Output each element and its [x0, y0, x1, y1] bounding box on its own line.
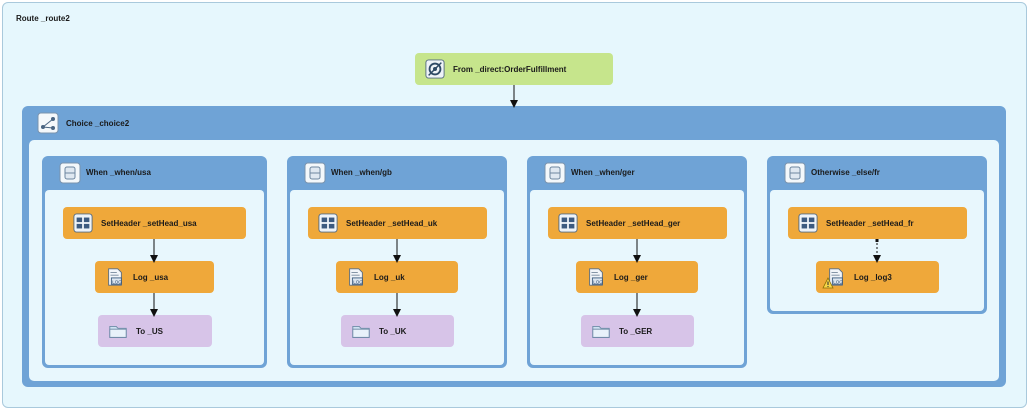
setheader-node-uk[interactable]: SetHeader _setHead_uk [308, 207, 487, 239]
folder-icon [108, 321, 128, 341]
choice-label: Choice _choice2 [66, 119, 130, 128]
to-label: To _US [136, 326, 163, 336]
selection-handle [875, 256, 879, 259]
branch-title: When _when/usa [86, 168, 151, 177]
endpoint-icon [425, 59, 445, 79]
log-icon: LOG [586, 267, 606, 287]
log-icon: LOG [105, 267, 125, 287]
log-icon: LOG [822, 267, 846, 289]
setheader-icon [798, 213, 818, 233]
setheader-node-fr[interactable]: SetHeader _setHead_fr [788, 207, 967, 239]
log-node-uk[interactable]: LOG Log _uk [336, 261, 458, 293]
svg-text:LOG: LOG [593, 279, 603, 284]
to-node-ger[interactable]: To _GER [581, 315, 694, 347]
log-label: Log _uk [374, 272, 405, 282]
when-icon [544, 162, 566, 184]
selection-handle [875, 239, 879, 242]
branch-title: Otherwise _else/fr [811, 168, 880, 177]
to-node-us[interactable]: To _US [98, 315, 212, 347]
otherwise-icon [784, 162, 806, 184]
folder-icon [591, 321, 611, 341]
to-label: To _GER [619, 326, 653, 336]
setheader-label: SetHeader _setHead_fr [826, 218, 914, 228]
when-icon [304, 162, 326, 184]
setheader-label: SetHeader _setHead_ger [586, 218, 681, 228]
setheader-node-usa[interactable]: SetHeader _setHead_usa [63, 207, 246, 239]
setheader-node-ger[interactable]: SetHeader _setHead_ger [548, 207, 727, 239]
setheader-icon [558, 213, 578, 233]
route-title: Route _route2 [16, 14, 70, 23]
warning-icon [822, 277, 834, 289]
setheader-icon [318, 213, 338, 233]
log-label: Log _log3 [854, 272, 892, 282]
log-icon: LOG [346, 267, 366, 287]
folder-icon [351, 321, 371, 341]
choice-icon [37, 112, 59, 134]
setheader-label: SetHeader _setHead_uk [346, 218, 438, 228]
branch-title: When _when/ger [571, 168, 635, 177]
setheader-label: SetHeader _setHead_usa [101, 218, 197, 228]
log-node-usa[interactable]: LOG Log _usa [95, 261, 214, 293]
svg-text:LOG: LOG [112, 279, 122, 284]
branch-title: When _when/gb [331, 168, 392, 177]
when-icon [59, 162, 81, 184]
from-node[interactable]: From _direct:OrderFulfillment [415, 53, 613, 85]
log-node-log3[interactable]: LOG Log _log3 [816, 261, 939, 293]
svg-text:LOG: LOG [833, 279, 843, 284]
svg-text:LOG: LOG [353, 279, 363, 284]
setheader-icon [73, 213, 93, 233]
log-node-ger[interactable]: LOG Log _ger [576, 261, 698, 293]
to-label: To _UK [379, 326, 407, 336]
log-label: Log _usa [133, 272, 169, 282]
to-node-uk[interactable]: To _UK [341, 315, 454, 347]
log-label: Log _ger [614, 272, 648, 282]
from-label: From _direct:OrderFulfillment [453, 64, 567, 74]
